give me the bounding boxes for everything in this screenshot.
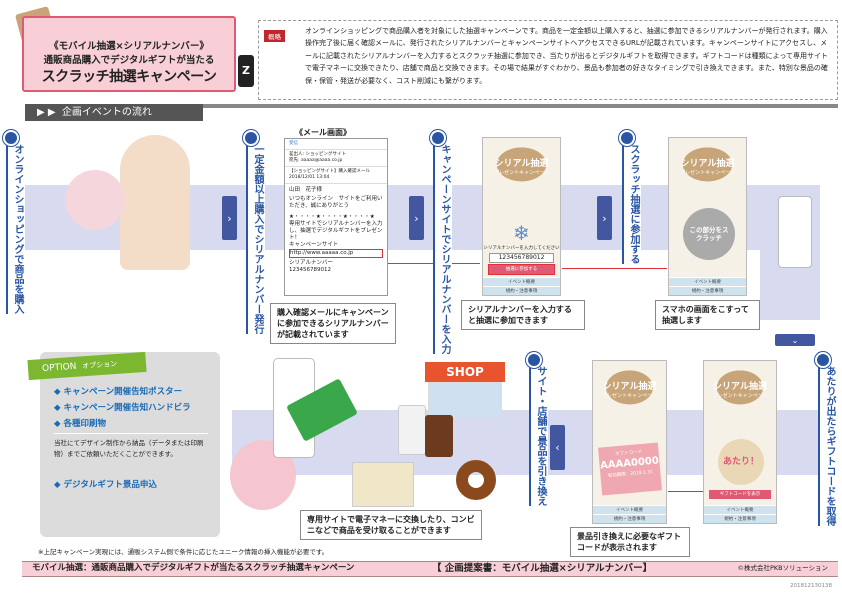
coffee-cup-illustration: [398, 405, 426, 455]
campaign-title: シリアル抽選: [602, 382, 657, 392]
title-badge: 《モバイル抽選×シリアルナンバー》 通販商品購入でデジタルギフトが当たる スクラ…: [22, 16, 236, 92]
callout-mail: 購入確認メールにキャンペーンに参加できるシリアルナンバーが記載されています: [270, 303, 396, 344]
shop-illustration: [428, 382, 502, 418]
campaign-input-screen: シリアル抽選プレゼントキャンペーン ❄ シリアルナンバーを入力してください 12…: [482, 137, 561, 296]
campaign-title: シリアル抽選: [680, 159, 735, 169]
callout-gift: 景品引き換えに必要なギフトコードが表示されます: [570, 527, 690, 557]
next-arrow-button[interactable]: ›: [597, 196, 612, 240]
back-arrow-button[interactable]: ‹: [550, 425, 565, 470]
scratch-area[interactable]: この部分をスクラッチ: [683, 208, 735, 260]
smartphone-icon: Z: [238, 55, 254, 87]
snowflake-icon: ❄: [513, 221, 530, 245]
footer-left: モバイル抽選：通販商品購入でデジタルギフトが当たるスクラッチ抽選キャンペーン: [32, 563, 355, 573]
menu-event-overview[interactable]: イベント概要: [483, 277, 560, 286]
mail-caption: 《メール画面》: [295, 128, 351, 137]
doc-code: 201812130138: [790, 583, 832, 589]
mail-stars: ★・・・・★・・・・★・・・・★: [289, 214, 375, 220]
footnote: ※上記キャンペーン実現には、通販システム側で条件に応じたユニーク情報の挿入機能が…: [38, 548, 329, 556]
gift-code-screen: シリアル抽選プレゼントキャンペーン ギフトコード AAAA0000 有効期限：2…: [592, 360, 667, 524]
donut-illustration: [456, 460, 496, 500]
scratch-screen: シリアル抽選プレゼントキャンペーン この部分をスクラッチ イベント概要 規約・注…: [668, 137, 747, 296]
callout-exchange: 専用サイトで電子マネーに交換したり、コンビニなどで商品を受け取ることができます: [300, 510, 482, 540]
step-1-label: オンラインショッピングで商品を購入: [3, 130, 25, 314]
mail-from: 差出人: ショッピングサイト: [289, 152, 346, 157]
iced-coffee-illustration: [425, 415, 453, 457]
divider: [203, 104, 838, 108]
mail-serial: 123456789012: [289, 267, 331, 273]
campaign-subtitle: プレゼントキャンペーン: [602, 393, 657, 399]
menu-event-overview[interactable]: イベント概要: [593, 505, 666, 514]
gift-code-card: ギフトコード AAAA0000 有効期限：2019.1.31: [598, 442, 662, 496]
title-line2: 通販商品購入でデジタルギフトが当たる: [43, 55, 215, 66]
option-box: ◆ キャンペーン開催告知ポスター ◆ キャンペーン開催告知ハンドビラ ◆ 各種印…: [40, 352, 220, 537]
mail-screen: 受信 差出人: ショッピングサイト宛先: aaaaa@aaaa.co.jp 【シ…: [284, 138, 388, 296]
connector-line: [562, 268, 667, 269]
step-6-label: サイト・店舗で景品を引き換え: [526, 352, 548, 506]
footer-bar: モバイル抽選：通販商品購入でデジタルギフトが当たるスクラッチ抽選キャンペーン 【…: [22, 561, 838, 577]
option-extra: ◆ デジタルギフト景品申込: [54, 480, 157, 490]
hand-scratching-phone-illustration: [778, 196, 812, 268]
mail-greeting: いつもオンライン サイトをご利用いただき、誠にありがとう: [289, 196, 383, 209]
show-gift-code-button[interactable]: ギフトコードを表示: [709, 490, 771, 499]
option-item: ◆ 各種印刷物: [54, 419, 107, 429]
mail-serial-label: シリアルナンバー: [289, 260, 333, 266]
input-label: シリアルナンバーを入力してください: [483, 246, 560, 251]
next-arrow-button[interactable]: ›: [409, 196, 424, 240]
mail-url-link[interactable]: http://www.aaaaa.co.jp: [289, 249, 383, 258]
option-item: ◆ キャンペーン開催告知ハンドビラ: [54, 403, 191, 413]
woman-illustration: [120, 135, 190, 270]
shop-sign: SHOP: [425, 362, 505, 382]
callout-input: シリアルナンバーを入力すると抽選に参加できます: [461, 300, 585, 330]
serial-input[interactable]: 123456789012: [489, 253, 554, 263]
menu-terms[interactable]: 規約・注意事項: [483, 286, 560, 295]
option-note: 当社にてデザイン制作から納品（データまたは印刷物）までご依頼いただくことができま…: [54, 433, 208, 460]
campaign-title: シリアル抽選: [494, 159, 549, 169]
win-medal: あたり！: [718, 439, 764, 485]
mail-to: 宛先: aaaaa@aaaa.co.jp: [289, 158, 343, 163]
title-line1: 《モバイル抽選×シリアルナンバー》: [49, 41, 209, 52]
overview-box: オンラインショッピングで商品購入者を対象にした抽選キャンペーンです。商品を一定金…: [258, 20, 838, 100]
next-arrow-button[interactable]: ›: [222, 196, 237, 240]
campaign-subtitle: プレゼントキャンペーン: [712, 393, 768, 399]
menu-event-overview[interactable]: イベント概要: [669, 277, 746, 286]
menu-event-overview[interactable]: イベント概要: [704, 505, 776, 514]
option-item: ◆ キャンペーン開催告知ポスター: [54, 387, 183, 397]
section-title: 企画イベントの流れ: [61, 107, 152, 118]
mail-back[interactable]: 受信: [285, 139, 387, 150]
footer-copyright: ©株式会社PKBソリューション: [737, 564, 828, 572]
footer-center: 【 企画提案書：モバイル抽選×シリアルナンバー】: [432, 563, 653, 574]
mail-date: 2018/12/01 13:04: [289, 175, 330, 180]
mail-subject: 【ショッピングサイト】購入確認メール: [289, 169, 370, 174]
section-header: ▶ ▶ 企画イベントの流れ: [25, 104, 203, 121]
campaign-subtitle: プレゼントキャンペーン: [494, 170, 549, 176]
campaign-title: シリアル抽選: [713, 382, 767, 392]
menu-terms[interactable]: 規約・注意事項: [704, 514, 776, 523]
connector-line: [668, 491, 703, 492]
down-arrow-button[interactable]: ⌄: [775, 334, 815, 346]
step-2-label: 一定金額以上購入でシリアルナンバー発行: [243, 130, 265, 334]
step-5-label: あたりが出たらギフトコードを取得: [815, 352, 837, 526]
campaign-subtitle: プレゼントキャンペーン: [680, 170, 735, 176]
overview-text: オンラインショッピングで商品購入者を対象にした抽選キャンペーンです。商品を一定金…: [305, 27, 829, 85]
title-line3: スクラッチ抽選キャンペーン: [41, 69, 217, 85]
mail-site-label: キャンペーンサイト: [289, 242, 339, 248]
mail-name: 山田 花子様: [289, 187, 323, 193]
step-3-label: キャンペーンサイトでシリアルナンバーを入力: [430, 130, 452, 354]
products-illustration: [65, 170, 125, 230]
step-4-label: スクラッチ抽選に参加する: [619, 130, 641, 264]
callout-scratch: スマホの画面をこすって抽選します: [655, 300, 760, 330]
menu-terms[interactable]: 規約・注意事項: [593, 514, 666, 523]
join-lottery-button[interactable]: 抽選に参加する: [488, 264, 555, 275]
mail-body: 専用サイトでシリアルナンバーを入力し、抽選でデジタルギフトをプレゼント！: [289, 221, 383, 241]
roll-cake-illustration: [352, 462, 414, 507]
overview-tag: 概略: [264, 30, 285, 42]
menu-terms[interactable]: 規約・注意事項: [669, 286, 746, 295]
win-screen: シリアル抽選プレゼントキャンペーン あたり！ ギフトコードを表示 イベント概要 …: [703, 360, 777, 524]
